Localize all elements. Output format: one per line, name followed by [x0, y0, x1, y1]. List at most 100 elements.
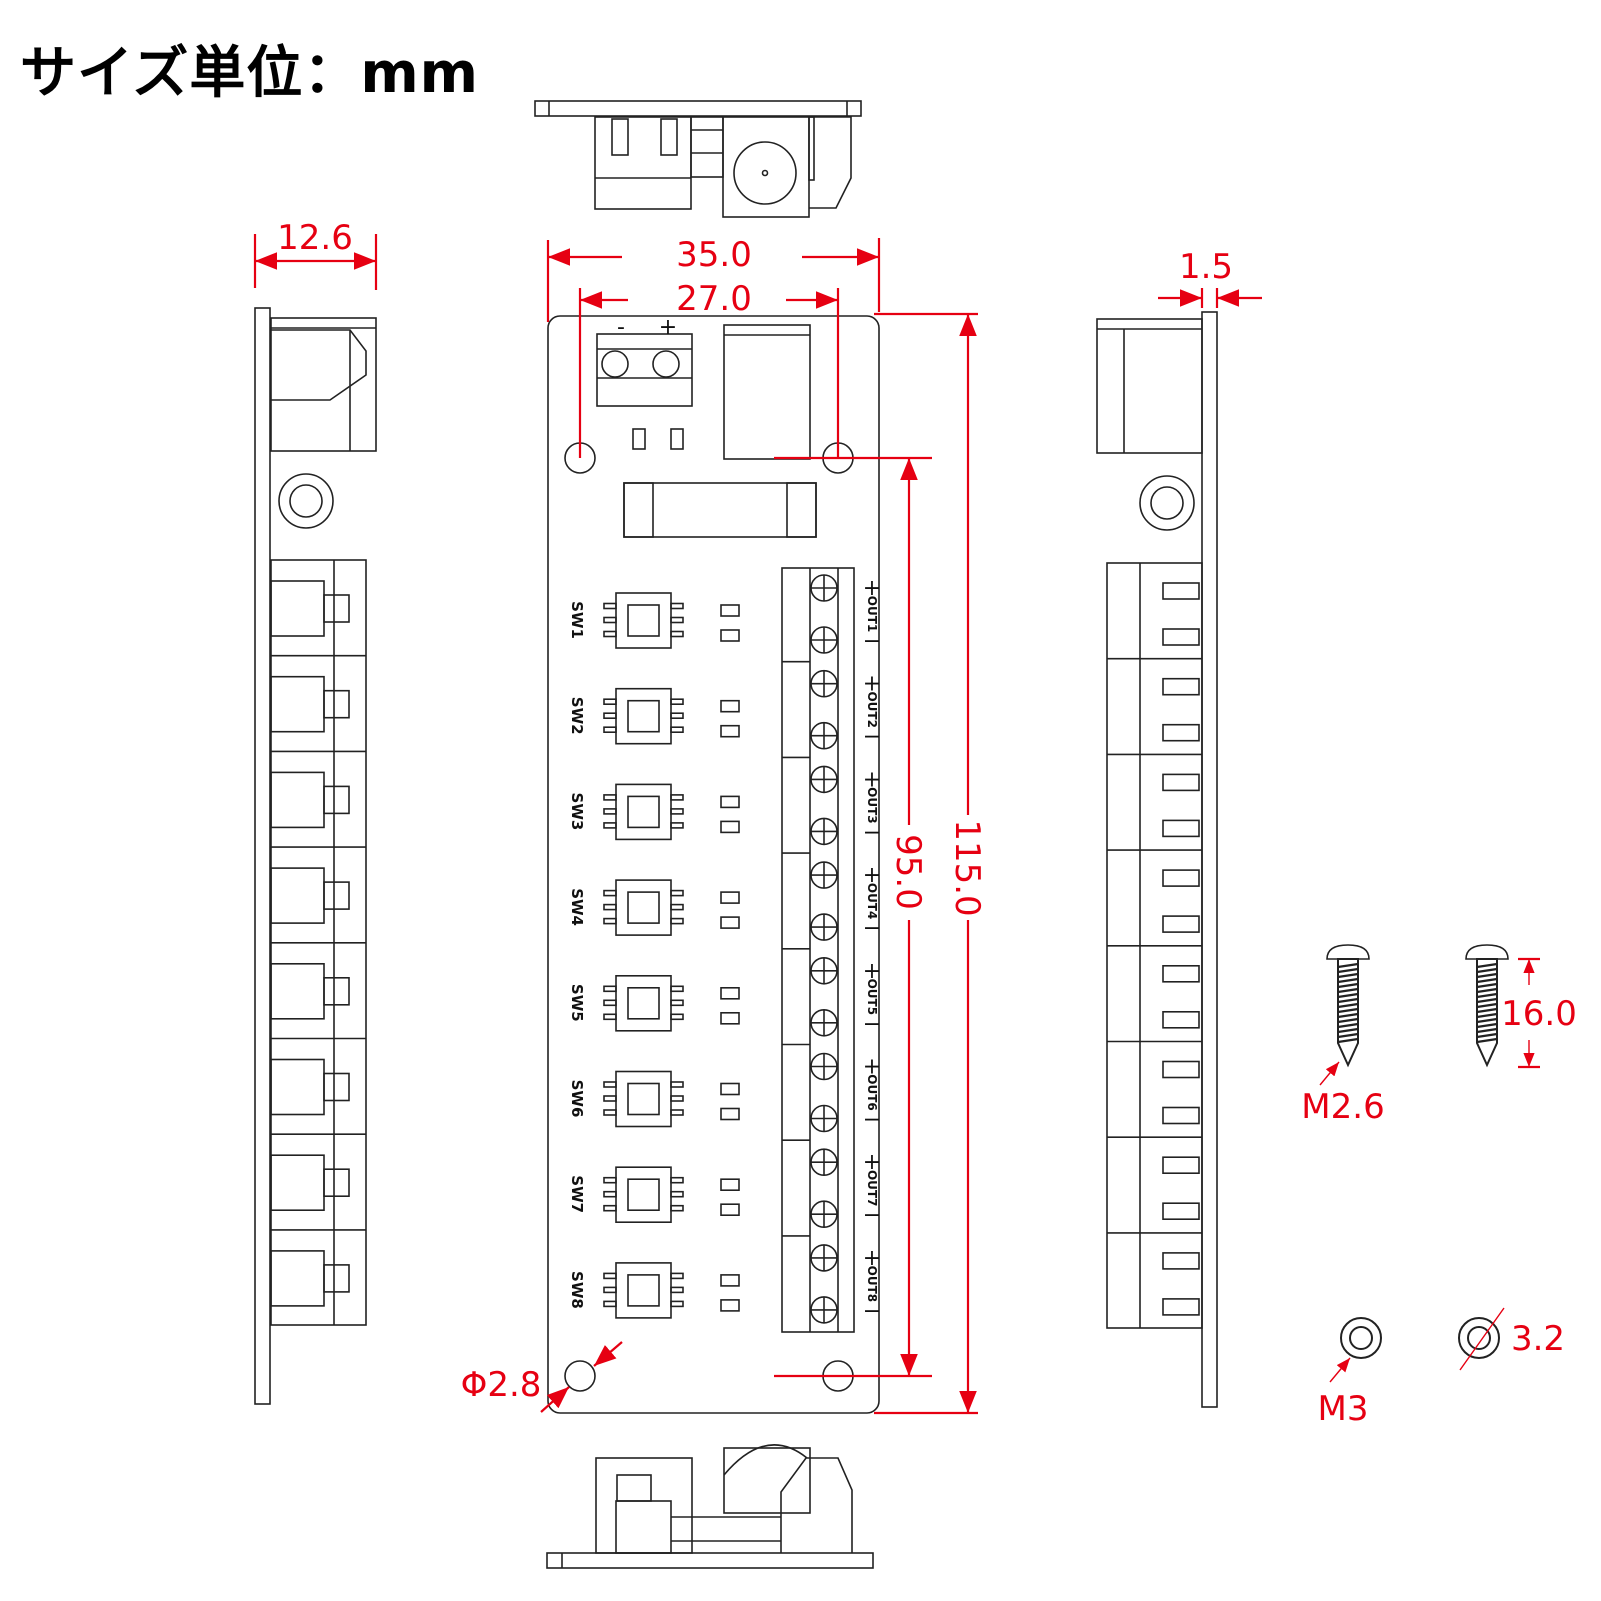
- switch-pin: [670, 1300, 684, 1308]
- dim-washer-inner: 3.2: [1511, 1319, 1565, 1359]
- thread-line: [1476, 972, 1498, 979]
- terminal-side: [270, 1154, 325, 1211]
- plus-sign: +: [863, 576, 881, 601]
- bottom-end-view: [546, 1444, 874, 1569]
- switch-pin: [603, 1081, 617, 1088]
- thread-line: [1337, 1032, 1359, 1039]
- dc-jack-side: [270, 317, 377, 452]
- thread-line: [1476, 1002, 1498, 1009]
- screw-terminal-icon: [652, 350, 680, 378]
- switch-pin: [603, 698, 617, 706]
- pcb-edge: [254, 307, 271, 1405]
- switch-7: SW7: [568, 1166, 740, 1223]
- thread-line: [1337, 1037, 1359, 1044]
- switch-pin: [603, 794, 617, 801]
- label-screw-size: M2.6: [1301, 1087, 1384, 1127]
- switch-pin: [670, 889, 684, 897]
- led-pad: [720, 604, 740, 617]
- unit-title: サイズ単位：mm: [20, 41, 480, 106]
- washer-3-2: [1458, 1317, 1500, 1359]
- led-pad: [720, 986, 740, 1000]
- switch-pin: [603, 889, 617, 897]
- thread-line: [1476, 1032, 1498, 1039]
- switch-label: SW7: [568, 1175, 586, 1213]
- switch-pin: [670, 985, 684, 993]
- terminal-strip-body: [781, 567, 855, 1333]
- switch-pin: [603, 1204, 617, 1212]
- terminal-pad: [1162, 1060, 1200, 1079]
- switch-pin: [603, 630, 617, 638]
- thread-line: [1337, 1017, 1359, 1024]
- screw-thread: [1476, 962, 1498, 1044]
- switch-label: SW3: [568, 793, 586, 831]
- thread-line: [1476, 1017, 1498, 1024]
- terminal-contact: [616, 1474, 652, 1502]
- thread-line: [1476, 1037, 1498, 1044]
- dim-pcb-thickness-lines: [1158, 288, 1262, 308]
- switch-body: [615, 879, 672, 936]
- switch-1: SW1: [568, 592, 740, 649]
- dim-width-outer-lines: [546, 238, 881, 322]
- minus-sign: −: [863, 916, 881, 941]
- minus-sign: −: [863, 820, 881, 845]
- thread-line: [1337, 1022, 1359, 1029]
- output-terminal-1: +−OUT1: [810, 574, 881, 654]
- output-terminal-strip: +−OUT1+−OUT2+−OUT3+−OUT4+−OUT5+−OUT6+−OU…: [781, 567, 881, 1333]
- terminal-side: [270, 867, 325, 924]
- thread-line: [1476, 987, 1498, 994]
- output-label: OUT1: [865, 596, 879, 632]
- fuse-end-outer: [278, 473, 334, 529]
- switch-pin: [603, 1272, 617, 1280]
- led-pad: [720, 724, 740, 738]
- switch-label: SW8: [568, 1271, 586, 1309]
- thread-line: [1337, 962, 1359, 969]
- terminal-side-tab: [323, 1168, 350, 1197]
- thread-line: [1476, 992, 1498, 999]
- plus-sign: +: [863, 767, 881, 792]
- terminal-contact: [660, 118, 678, 156]
- terminal-side-tab: [323, 1072, 350, 1102]
- switch-label: SW5: [568, 984, 586, 1022]
- output-terminal-6: +−OUT6: [782, 1043, 881, 1133]
- outline-line: [808, 116, 815, 181]
- dc-jack-body: [723, 1447, 811, 1514]
- top-end-view: [534, 100, 862, 218]
- smd-pad: [670, 428, 684, 450]
- leader-line: [1319, 1061, 1340, 1086]
- dc-jack-housing: [780, 1457, 853, 1553]
- switch-3: SW3: [568, 783, 740, 841]
- plus-sign: +: [863, 1150, 881, 1175]
- switch-pin: [603, 726, 617, 734]
- dc-jack-circle: [733, 141, 797, 205]
- switch-label: SW4: [568, 888, 586, 926]
- dc-jack: [723, 324, 811, 460]
- switch-pin: [603, 1176, 617, 1184]
- screw-16mm: [1465, 944, 1509, 1068]
- switch-actuator: [627, 1082, 660, 1116]
- switch-actuator: [627, 795, 660, 829]
- switch-pin: [603, 1095, 617, 1102]
- switch-pin: [670, 1204, 684, 1212]
- plus-sign: +: [863, 1246, 881, 1271]
- led-pad: [720, 1274, 740, 1287]
- terminal-pad: [1162, 819, 1200, 838]
- washer-outer: [1340, 1317, 1382, 1359]
- switch-body: [615, 783, 672, 841]
- switch-pin: [603, 712, 617, 720]
- thread-line: [1337, 997, 1359, 1004]
- terminal-pad: [1162, 915, 1200, 933]
- output-label: OUT4: [865, 883, 879, 919]
- switch-pin: [670, 1081, 684, 1088]
- terminal-pad: [1162, 964, 1200, 983]
- switch-body: [615, 1262, 672, 1319]
- terminal-pad: [1162, 1252, 1200, 1270]
- leader-line: [1329, 1357, 1351, 1383]
- dc-jack-profile: [271, 329, 367, 401]
- switch-pin: [670, 999, 684, 1007]
- washer-outer: [1458, 1317, 1500, 1359]
- thread-line: [1337, 1002, 1359, 1009]
- pcb-edge: [546, 1552, 874, 1569]
- switch-pin: [603, 1286, 617, 1294]
- terminal-pad: [1162, 1202, 1200, 1220]
